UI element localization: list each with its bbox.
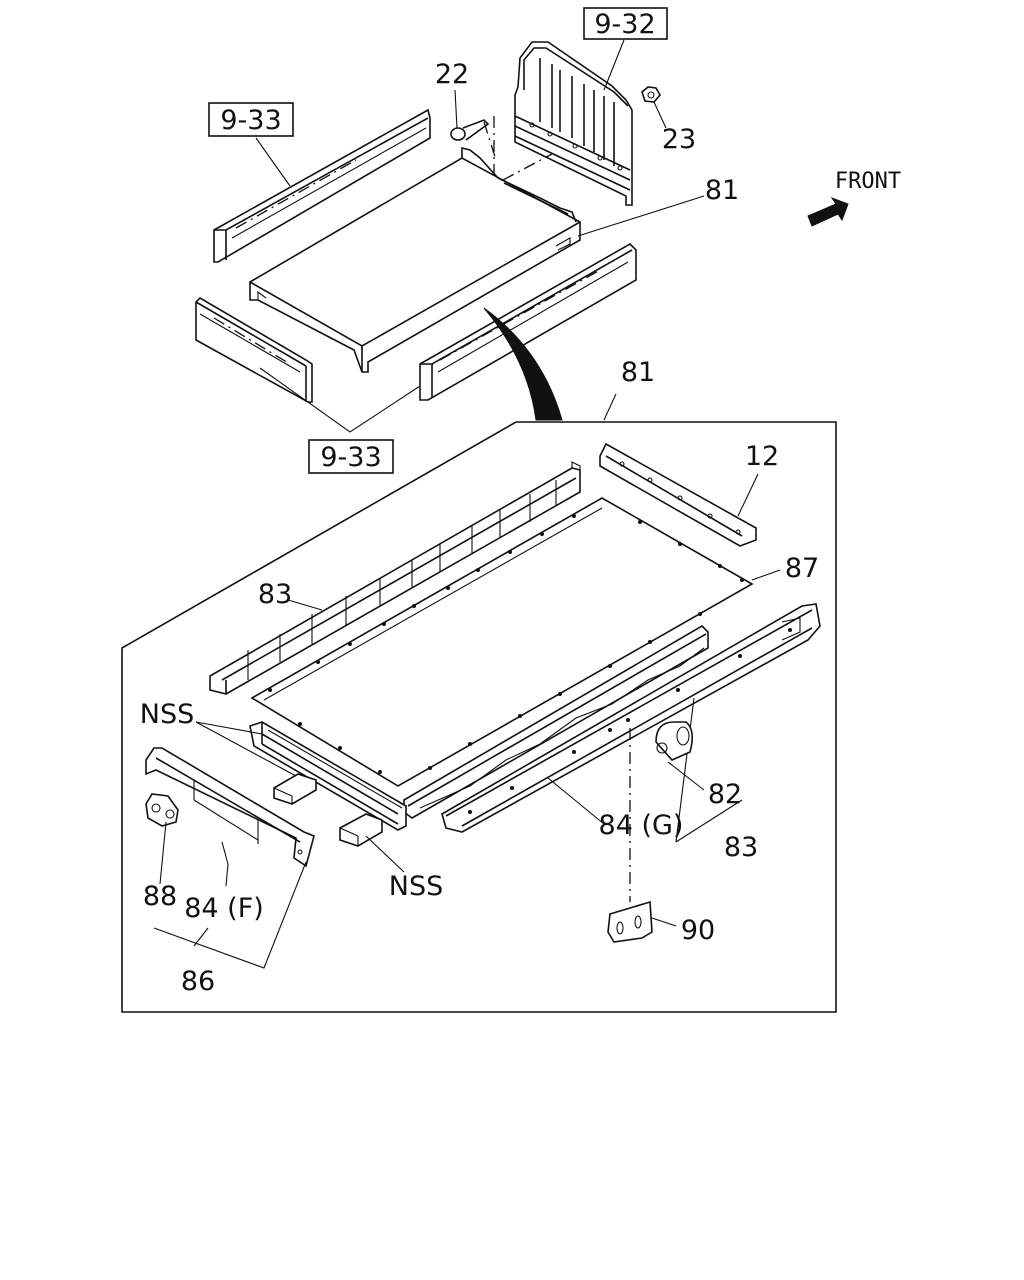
side-gate-right-lower <box>419 243 637 401</box>
label-9-32: 9-32 <box>594 9 655 40</box>
leader-86-b <box>193 927 209 947</box>
label-81-detail: 81 <box>621 357 655 388</box>
label-84f: 84 (F) <box>184 893 264 924</box>
label-90: 90 <box>681 915 715 946</box>
label-nss-upper: NSS <box>140 699 194 730</box>
leader-nss-lower <box>365 835 405 873</box>
leader-9-32 <box>603 39 625 91</box>
part-87-floor-panel <box>250 497 754 787</box>
leader-82 <box>667 761 705 791</box>
leader-84g <box>547 777 605 825</box>
part-86-rear-member <box>145 747 315 868</box>
ref-box-9-32 <box>583 7 668 40</box>
leader-22 <box>454 89 458 129</box>
nss-block-lower <box>339 813 383 847</box>
front-cross-member <box>249 721 407 831</box>
leader-9-33-bottom <box>259 367 421 433</box>
nss-block-upper <box>273 773 317 805</box>
part-88-hinge <box>145 793 179 827</box>
nut-23 <box>641 86 661 103</box>
leader-81-detail <box>603 393 617 421</box>
bolt-22 <box>450 119 490 141</box>
label-87: 87 <box>785 553 819 584</box>
detail-arrow <box>483 307 563 421</box>
leader-83-left <box>287 599 323 611</box>
label-nss-lower: NSS <box>389 871 443 902</box>
leader-83-right <box>675 799 743 843</box>
label-83-left: 83 <box>258 579 292 610</box>
leader-9-33-top <box>255 137 291 187</box>
front-arrow-icon <box>807 196 849 227</box>
label-83-right: 83 <box>724 832 758 863</box>
part-83-right-rail <box>441 603 821 833</box>
leader-nss-upper <box>195 721 297 777</box>
part-83-left-rail <box>209 461 581 695</box>
leader-12 <box>737 473 759 517</box>
leader-81-top <box>577 195 705 237</box>
leader-84f <box>221 841 229 887</box>
leader-86 <box>153 861 307 969</box>
leader-23 <box>653 101 667 129</box>
label-81-top: 81 <box>705 175 739 206</box>
label-88: 88 <box>143 881 177 912</box>
label-86: 86 <box>181 966 215 997</box>
part-12-cross-member <box>599 442 757 547</box>
leader-88 <box>159 821 167 885</box>
label-82: 82 <box>708 779 742 810</box>
detail-frame <box>121 421 837 1013</box>
leader-90 <box>651 917 677 927</box>
bed-platform <box>249 146 581 373</box>
label-22: 22 <box>435 59 469 90</box>
label-9-33-bottom: 9-33 <box>320 442 381 473</box>
label-84g: 84 (G) <box>599 810 684 841</box>
leader-83-right-b <box>675 697 695 843</box>
leader-87 <box>751 569 781 581</box>
ref-box-9-33-top <box>208 102 294 137</box>
label-23: 23 <box>662 124 696 155</box>
side-gate-left-lower <box>195 296 313 403</box>
side-gate-left-upper <box>213 108 431 263</box>
headboard-guard <box>514 41 633 206</box>
part-90-plate <box>607 900 653 943</box>
front-label: FRONT <box>835 169 901 194</box>
label-12: 12 <box>745 441 779 472</box>
ref-box-9-33-bottom <box>308 439 394 474</box>
label-9-33-top: 9-33 <box>220 105 281 136</box>
part-82-bracket <box>655 721 694 761</box>
